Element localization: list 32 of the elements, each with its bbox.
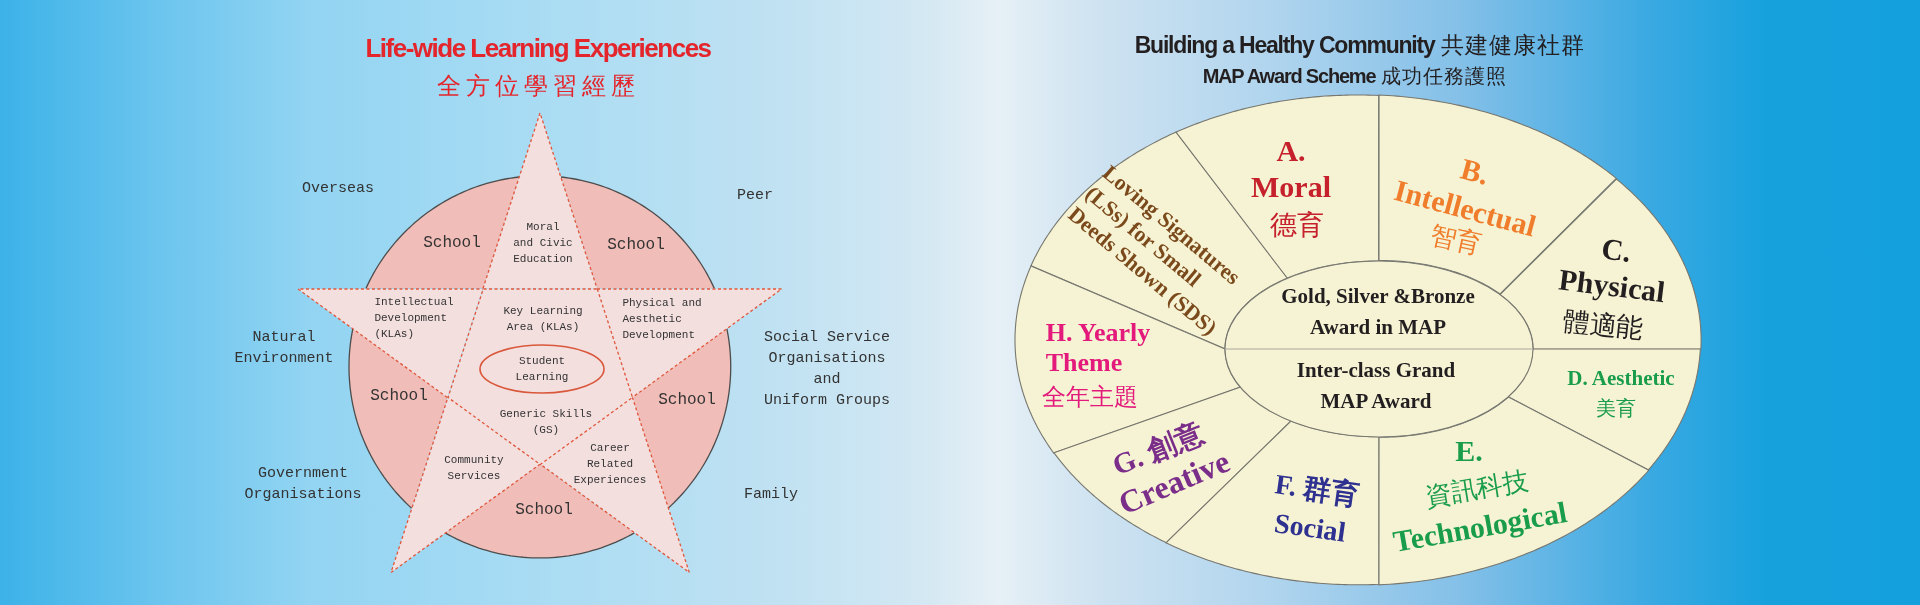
context-label: Peer — [737, 185, 773, 206]
panel-title: Building a Healthy Community 共建健康社群 — [1134, 34, 1586, 56]
wedge-label: E. — [1455, 433, 1483, 469]
segment-label: School — [658, 390, 716, 410]
region-label: Intellectual Development (KLAs) — [374, 295, 454, 342]
region-label: Physical and Aesthetic Development — [622, 296, 702, 343]
context-label: Family — [744, 484, 798, 505]
region-label: Community Services — [444, 453, 504, 484]
wedge-label: D. Aesthetic — [1567, 365, 1675, 391]
region-label: Moral and Civic Education — [513, 220, 573, 267]
wedge-label: 美育 — [1596, 396, 1636, 420]
panel-subtitle: 全方位學習經歷 — [436, 75, 640, 97]
region-label: Generic Skills (GS) — [499, 407, 593, 438]
context-label: Social Service Organisations and Uniform Groups — [764, 328, 890, 411]
context-label: Government Organisations — [244, 464, 362, 505]
award-label: Inter-class Grand MAP Award — [1296, 357, 1456, 415]
region-label: Career Related Experiences — [573, 441, 647, 488]
context-label: Natural Environment — [234, 328, 334, 369]
oval — [477, 342, 607, 397]
wedge-label: 全年主題 — [1042, 382, 1138, 412]
segment-label: School — [370, 386, 428, 406]
segment-label: School — [423, 233, 481, 253]
region-label: Student Learning — [515, 354, 569, 386]
panel-subtitle: MAP Award Scheme 成功任務護照 — [1202, 65, 1508, 87]
award-label: Gold, Silver &Bronze Award in MAP — [1281, 283, 1475, 341]
wedge-label: 德育 — [1270, 209, 1324, 241]
wedge-label: H. Yearly Theme — [1045, 318, 1151, 378]
segment-label: School — [607, 235, 665, 255]
segment-label: School — [515, 500, 573, 520]
wedge-label: A. Moral — [1251, 133, 1331, 205]
region-label: Key Learning Area (KLAs) — [503, 304, 583, 335]
context-label: Overseas — [302, 178, 374, 199]
